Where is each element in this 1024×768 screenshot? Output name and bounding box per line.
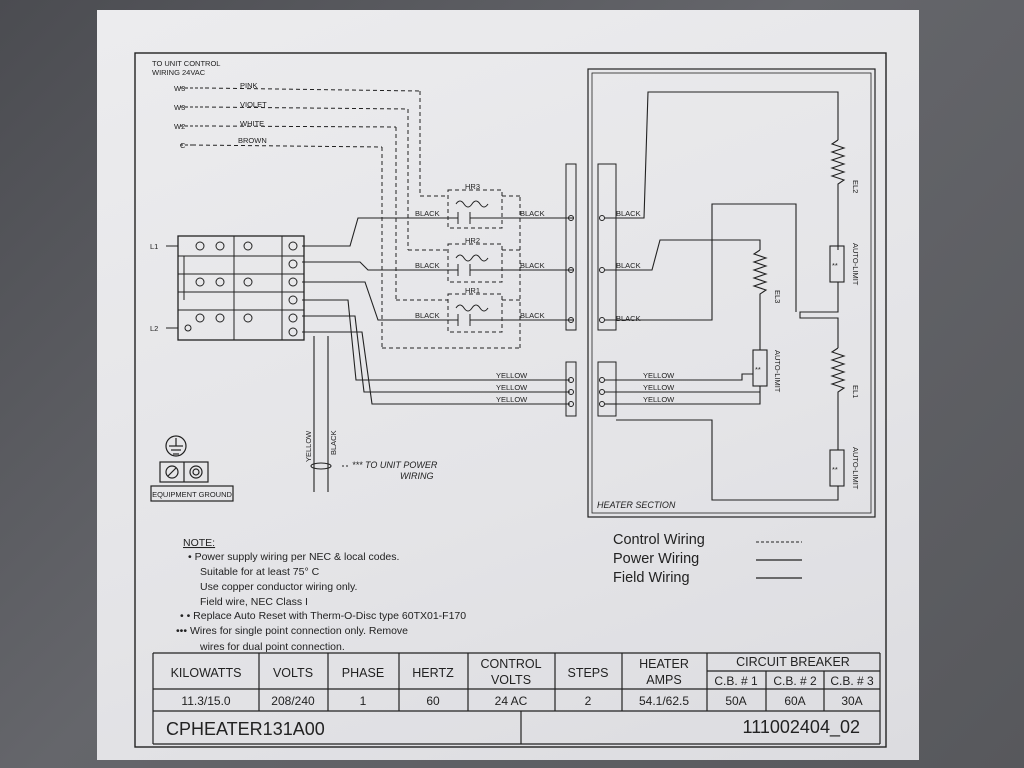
yellow-label-b3: YELLOW: [643, 395, 675, 404]
heater-section-inner: [591, 72, 872, 514]
td-kilowatts: 11.3/15.0: [181, 694, 230, 708]
black-label-b1: BLACK: [520, 209, 545, 218]
th-heater-amps-1: HEATER: [639, 657, 689, 671]
th-kilowatts: KILOWATTS: [171, 666, 242, 680]
yellow-label-a2: YELLOW: [496, 383, 528, 392]
control-wiring: [191, 87, 521, 349]
note-line-2: Suitable for at least 75° C: [200, 566, 320, 578]
header-line-2: WIRING 24VAC: [152, 68, 206, 77]
td-hertz: 60: [426, 694, 440, 708]
line-l1-label: L1: [150, 242, 158, 251]
relay-hr1-label: HR1: [465, 286, 480, 295]
legend-control-label: Control Wiring: [613, 532, 705, 548]
td-cb3: 30A: [841, 694, 862, 708]
note-line-4: Field wire, NEC Class I: [200, 596, 308, 608]
legend-power-label: Power Wiring: [613, 551, 699, 567]
note-line-3: Use copper conductor wiring only.: [200, 581, 357, 593]
black-label-a3: BLACK: [415, 311, 440, 320]
model-number: CPHEATER131A00: [166, 719, 325, 739]
element-el3-label: EL3: [773, 290, 782, 303]
part-number: 111002404_02: [743, 717, 860, 738]
th-cb3: C.B. # 3: [830, 674, 874, 688]
terminal-strips: [565, 163, 617, 417]
element-el2-label: EL2: [851, 180, 860, 193]
wire-color-1: PINK: [240, 81, 258, 90]
legend-field-label: Field Wiring: [613, 570, 690, 586]
td-heater-amps: 54.1/62.5: [639, 694, 689, 708]
wire-terminal-3: W2: [174, 122, 185, 131]
field-wire-yellow-label: YELLOW: [304, 430, 313, 462]
wiring-diagram-sheet: [97, 10, 919, 760]
drawing-border: [134, 52, 887, 748]
black-label-b3: BLACK: [520, 311, 545, 320]
th-cb2: C.B. # 2: [773, 674, 817, 688]
auto-limit-label-1: AUTO-LIMIT: [851, 243, 860, 286]
power-wiring: [180, 87, 574, 492]
wire-terminal-2: W3: [174, 103, 185, 112]
yellow-label-a3: YELLOW: [496, 395, 528, 404]
wire-terminal-4: C: [180, 141, 186, 150]
auto-limit-mark-2: **: [755, 365, 761, 374]
heater-section-outer: [587, 68, 876, 518]
wire-terminal-1: W3: [174, 84, 185, 93]
line-l2-label: L2: [150, 324, 158, 333]
relay-hr3-label: HR3: [465, 182, 480, 191]
black-label-c1: BLACK: [616, 209, 641, 218]
td-cb2: 60A: [784, 694, 805, 708]
yellow-label-b1: YELLOW: [643, 371, 675, 380]
equipment-ground-label: EQUIPMENT GROUND: [152, 490, 232, 499]
note-line-7: wires for dual point connection.: [199, 641, 345, 653]
yellow-label-a1: YELLOW: [496, 371, 528, 380]
black-label-a1: BLACK: [415, 209, 440, 218]
black-label-a2: BLACK: [415, 261, 440, 270]
td-control-volts: 24 AC: [495, 694, 528, 708]
black-label-c2: BLACK: [616, 261, 641, 270]
auto-limit-mark-1: **: [832, 261, 838, 270]
th-cb1: C.B. # 1: [714, 674, 758, 688]
td-phase: 1: [360, 694, 367, 708]
wire-color-4: BROWN: [238, 136, 267, 145]
auto-limit-mark-3: **: [832, 465, 838, 474]
black-label-b2: BLACK: [520, 261, 545, 270]
note-line-6: ••• Wires for single point connection on…: [176, 625, 408, 637]
td-steps: 2: [585, 694, 592, 708]
note-line-1: • Power supply wiring per NEC & local co…: [188, 551, 399, 563]
th-circuit-breaker: CIRCUIT BREAKER: [736, 655, 850, 669]
th-control-volts-1: CONTROL: [480, 657, 541, 671]
power-note-line-1: *** TO UNIT POWER: [352, 460, 438, 470]
wire-color-3: WHITE: [240, 119, 264, 128]
black-label-c3: BLACK: [616, 314, 641, 323]
spec-table-grid: [152, 652, 881, 745]
note-title: NOTE:: [183, 537, 215, 549]
auto-limit-label-3: AUTO-LIMIT: [851, 447, 860, 490]
yellow-label-b2: YELLOW: [643, 383, 675, 392]
heater-wiring: [605, 91, 846, 501]
note-line-5: • • Replace Auto Reset with Therm-O-Disc…: [180, 610, 466, 622]
th-heater-amps-2: AMPS: [646, 673, 681, 687]
heater-section-label: HEATER SECTION: [597, 500, 676, 510]
th-volts: VOLTS: [273, 666, 313, 680]
power-note-line-2: WIRING: [400, 471, 434, 481]
relay-symbols: [430, 200, 520, 326]
th-hertz: HERTZ: [412, 666, 454, 680]
power-disconnect-block: [166, 235, 305, 341]
element-el1-label: EL1: [851, 385, 860, 398]
header-line-1: TO UNIT CONTROL: [152, 59, 220, 68]
th-phase: PHASE: [342, 666, 384, 680]
auto-limit-label-2: AUTO-LIMIT: [773, 350, 782, 393]
relay-hr2-label: HR2: [465, 236, 480, 245]
field-wire-black-label: BLACK: [329, 430, 338, 455]
ground-symbol: [150, 435, 234, 502]
wire-color-2: VIOLET: [240, 100, 267, 109]
td-volts: 208/240: [271, 694, 315, 708]
th-steps: STEPS: [568, 666, 609, 680]
td-cb1: 50A: [725, 694, 746, 708]
th-control-volts-2: VOLTS: [491, 673, 531, 687]
